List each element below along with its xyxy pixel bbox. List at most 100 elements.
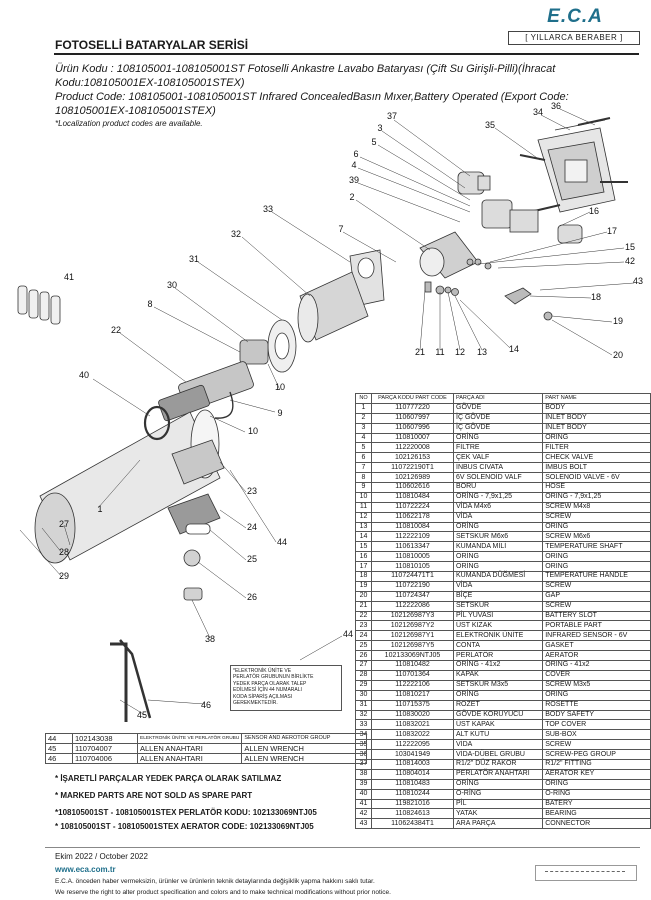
table-cell: FILTER (542, 442, 651, 454)
table-cell: ÇEK VALF (452, 452, 544, 464)
table-cell: 5 (355, 442, 372, 454)
table-cell: 24 (355, 630, 372, 642)
table-cell: SCREW M6x6 (542, 531, 651, 543)
table-cell: KUMANDA DÜĞMESİ (452, 571, 544, 582)
table-cell: 110810244 (371, 788, 454, 800)
callout-33: 33 (263, 204, 273, 214)
table-cell: 43 (355, 818, 372, 830)
table-cell: 110722190T1 (371, 462, 454, 474)
table-cell: 112222086 (371, 600, 454, 612)
table-cell: 110810484 (371, 491, 454, 503)
table-cell: 110832021 (371, 719, 454, 731)
table-cell: 3 (355, 422, 372, 434)
table-cell: ORING - 7,9x1,25 (542, 491, 651, 503)
table-cell: ROZET (452, 699, 544, 711)
callout-34: 34 (533, 107, 543, 117)
table-cell: CONTA (452, 640, 544, 652)
table-cell: 102133069NTJ05 (371, 650, 454, 662)
table-cell: 110810217 (371, 689, 454, 701)
table-cell: R1/2" FITTING (542, 758, 651, 770)
col-no: NO (355, 393, 372, 404)
table-cell: VİDA M4x6 (452, 501, 544, 513)
product-code-en-line2: 108105001EX-108105001STEX) (55, 105, 216, 117)
table-cell: SUB-BOX (542, 729, 651, 741)
eca-logo (520, 6, 632, 30)
table-cell: 21 (355, 600, 372, 612)
table-cell: GÖVDE (452, 402, 544, 414)
callout-44a: 44 (277, 537, 287, 547)
table-cell: AERATOR (542, 650, 651, 662)
parts-table-header: NO PARÇA KODU PART CODE PARÇA ADI PART N… (355, 393, 651, 404)
exploded-parts-diagram: 37 3 5 6 4 39 2 33 7 35 34 36 16 17 15 4… (17, 101, 643, 722)
note-line: YEDEK PARÇA OLARAK TALEP (233, 680, 307, 687)
table-cell: ORİNG (452, 521, 544, 533)
table-cell: 110624384T1 (371, 818, 454, 830)
table-cell: İÇ GÖVDE (452, 412, 544, 424)
callout-5: 5 (371, 137, 376, 147)
table-cell: BİÇE (452, 590, 544, 602)
table-cell: YATAK (452, 808, 544, 820)
callout-15: 15 (625, 242, 635, 252)
table-cell: SCREW (542, 600, 651, 612)
table-cell: 102126989 (371, 472, 454, 484)
table-cell: 110830020 (371, 709, 454, 721)
portable-part (171, 439, 225, 485)
col-part-name-en: PART NAME (542, 393, 651, 404)
table-cell: INLET BODY (542, 412, 651, 424)
aerator-code-en: * 108105001ST - 108105001STEX AERATOR CO… (55, 822, 314, 831)
website-link[interactable]: www.eca.com.tr (55, 865, 116, 874)
allen-wrench-large (110, 642, 128, 722)
callout-44b: 44 (343, 629, 353, 639)
table-cell: 110832022 (371, 729, 454, 741)
table-cell: 13 (355, 521, 372, 533)
disclaimer-en: We reserve the right to alter product sp… (55, 889, 391, 896)
table-cell: ORİNG - 41x2 (452, 660, 544, 671)
table-cell: 4 (355, 432, 372, 444)
table-cell: ORING (542, 561, 651, 573)
table-cell: VİDA (452, 739, 544, 751)
table-cell: 110810005 (371, 551, 454, 563)
table-cell: 27 (355, 660, 372, 671)
note-line: KODA SİPARİŞ AÇILMASI (233, 693, 293, 700)
barcode-stamp (535, 865, 637, 881)
table-cell: 110701364 (371, 669, 454, 681)
callout-13: 13 (477, 347, 487, 357)
table-cell: SCREW-PEG GROUP (542, 749, 651, 760)
callout-19: 19 (613, 316, 623, 326)
table-cell: 14 (355, 531, 372, 543)
note-line: PERLATÖR GRUBUNUN BİRLİKTE (233, 674, 314, 681)
note-line: *ELEKTRONİK ÜNİTE VE (233, 668, 292, 674)
table-cell: 7 (355, 462, 372, 474)
localization-note: *Localization product codes are availabl… (55, 119, 203, 128)
table-cell: BATTERY SLOT (542, 610, 651, 622)
callout-21: 21 (415, 347, 425, 357)
table-cell: 112222095 (371, 739, 454, 751)
title-divider (54, 53, 639, 55)
table-cell: 110810483 (371, 778, 454, 790)
publication-date: Ekim 2022 / October 2022 (55, 852, 148, 861)
callout-43: 43 (633, 276, 643, 286)
table-cell: BODY (542, 402, 651, 414)
table-cell: 46 (45, 753, 73, 764)
aerator-key-part (183, 587, 203, 601)
table-cell: 17 (355, 561, 372, 573)
table-cell: SCREW (542, 580, 651, 592)
table-cell: 33 (355, 719, 372, 731)
table-cell: 110602616 (371, 482, 454, 493)
callout-16: 16 (589, 206, 599, 216)
table-cell: O-RİNG (452, 788, 544, 800)
table-cell: FİLTRE (452, 442, 544, 454)
